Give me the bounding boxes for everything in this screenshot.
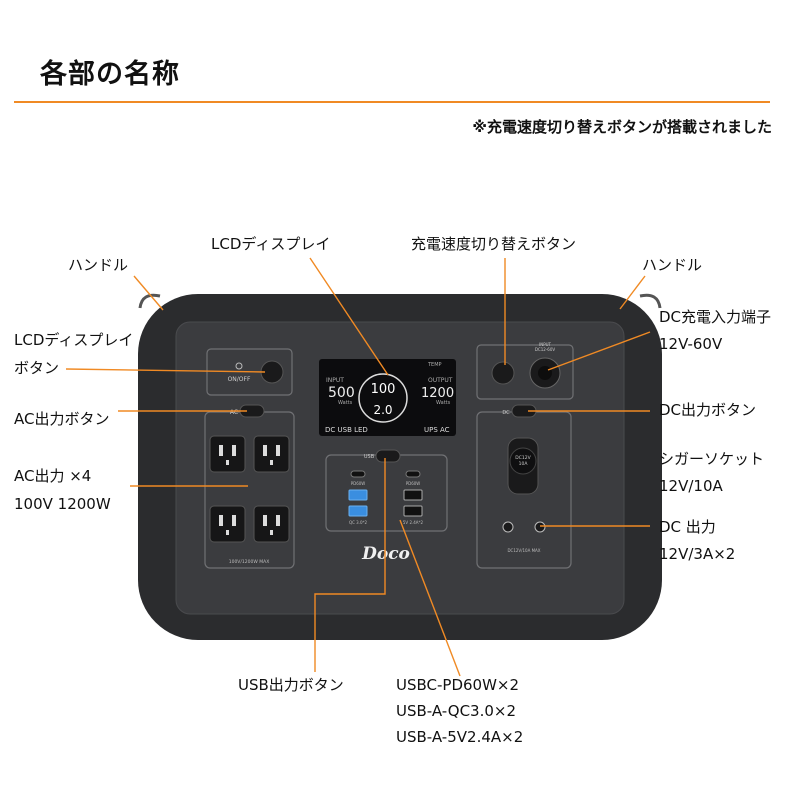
input-tag: INPUT (539, 342, 552, 347)
label-ac-output-1: AC出力 ×4 (14, 467, 92, 485)
label-dc-button: DC出力ボタン (659, 401, 757, 419)
usb-pd-left: PD60W (351, 481, 366, 486)
label-cigar-2: 12V/10A (659, 477, 723, 495)
usb-5v-label: 5V 2.4A*2 (403, 520, 424, 525)
label-ac-button: AC出力ボタン (14, 410, 110, 428)
lcd-output-value: 1200 (421, 386, 454, 401)
cigar-text-2: 10A (519, 461, 529, 467)
usb-c-port-1[interactable] (350, 470, 366, 478)
input-panel (476, 344, 574, 400)
label-lcd-button-1: LCDディスプレイ (14, 331, 134, 349)
usb-qc-label: QC 3.0*2 (349, 520, 368, 525)
left-handle (138, 293, 161, 309)
lcd-percent: 100 (371, 382, 396, 397)
feature-note: ※充電速度切り替えボタンが搭載されました (472, 118, 772, 136)
label-usb-spec-3: USB-A-5V2.4A×2 (396, 728, 524, 746)
dc-input-port-inner (538, 366, 552, 380)
label-charge-speed-button: 充電速度切り替えボタン (411, 235, 577, 253)
dc-port-2[interactable] (534, 521, 546, 533)
ac-outlet-4[interactable] (253, 505, 290, 543)
label-dc-input-1: DC充電入力端子 (659, 308, 772, 326)
leader-lines (65, 257, 651, 677)
label-cigar-1: シガーソケット (659, 450, 765, 468)
label-handle-right: ハンドル (642, 256, 703, 274)
lcd-input-watts: Watts (338, 400, 353, 406)
usb-a-5v-port-2[interactable] (403, 505, 423, 517)
ac-tag: AC (230, 409, 238, 416)
ac-outlet-3[interactable] (209, 505, 246, 543)
power-icon (235, 362, 243, 370)
usb-output-button[interactable] (375, 449, 401, 463)
ac-outlet-2[interactable] (253, 435, 290, 473)
label-usb-spec-1: USBC-PD60W×2 (396, 676, 520, 694)
label-usb-spec-2: USB-A-QC3.0×2 (396, 702, 517, 720)
lcd-output-label: OUTPUT (428, 377, 453, 384)
lcd-temp: TEMP (427, 362, 442, 368)
lcd-input-value: 500 (328, 385, 355, 401)
label-handle-left: ハンドル (68, 256, 129, 274)
lcd-output-watts: Watts (436, 400, 451, 406)
dc-max-text: DC12V/10A MAX (507, 548, 540, 553)
lcd-status-left: DC USB LED (325, 426, 368, 434)
usb-a-5v-port-1[interactable] (403, 489, 423, 501)
lcd-battery-ring (358, 373, 408, 423)
usb-a-qc-port-1[interactable] (348, 489, 368, 501)
label-lcd-button-2: ボタン (14, 359, 60, 377)
title-divider (14, 101, 770, 103)
label-dc-output-1: DC 出力 (659, 518, 716, 536)
label-usb-button: USB出力ボタン (238, 676, 344, 694)
charge-speed-button[interactable] (491, 361, 515, 385)
label-dc-input-2: 12V-60V (659, 335, 723, 353)
label-ac-output-2: 100V 1200W (14, 495, 111, 513)
label-lcd-display: LCDディスプレイ (211, 235, 331, 253)
input-range: DC12-60V (535, 347, 555, 352)
dc-port-1[interactable] (502, 521, 514, 533)
ac-max-text: 100V/1200W MAX (229, 559, 270, 565)
lcd-input-label: INPUT (326, 377, 344, 384)
lcd-hours: 2.0 (373, 403, 392, 417)
cigar-socket-hole (509, 447, 537, 475)
right-handle (639, 293, 662, 309)
label-dc-output-2: 12V/3A×2 (659, 545, 736, 563)
lcd-screen (319, 359, 456, 436)
dc-tag: DC (502, 410, 510, 416)
usb-c-port-2[interactable] (405, 470, 421, 478)
usb-pd-right: PD60W (406, 481, 421, 486)
power-panel (206, 348, 293, 396)
lcd-status-right: UPS AC (424, 426, 450, 434)
ac-outlet-1[interactable] (209, 435, 246, 473)
cigar-text-1: DC12V (515, 455, 531, 461)
on-off-text: ON/OFF (228, 376, 251, 383)
usb-a-qc-port-2[interactable] (348, 505, 368, 517)
page-title: 各部の名称 (40, 59, 180, 90)
usb-tag: USB (364, 454, 375, 460)
